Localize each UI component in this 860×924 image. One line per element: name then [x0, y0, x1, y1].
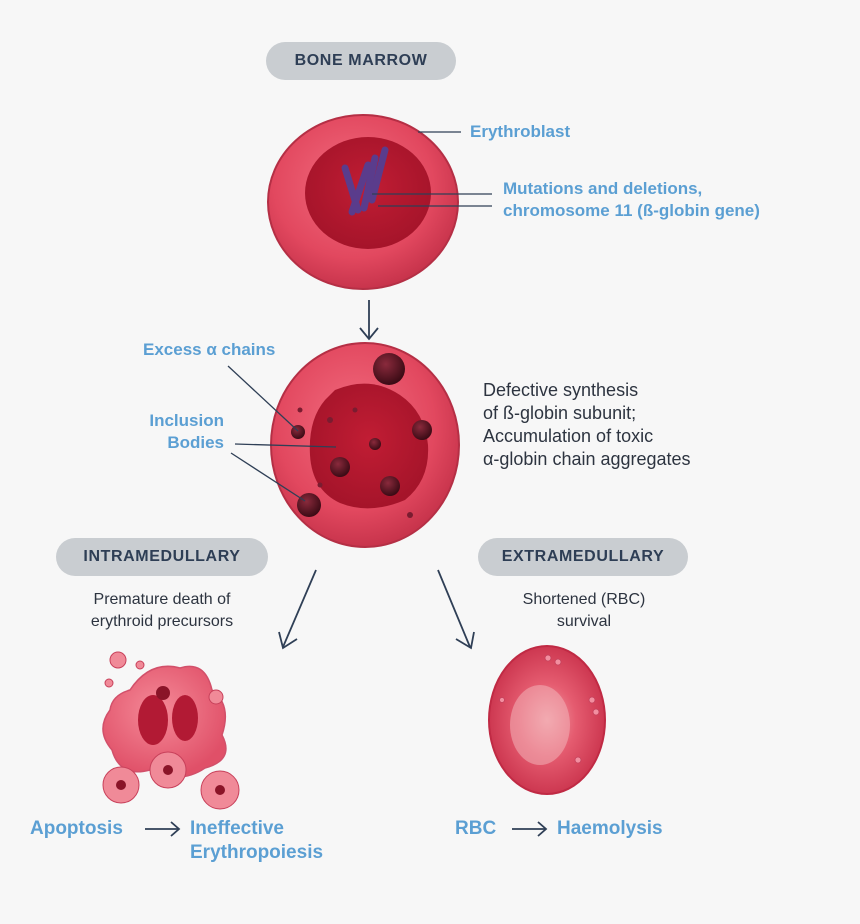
apoptosis-label: Apoptosis [30, 818, 123, 839]
defective-line-1: Defective synthesis [483, 380, 639, 400]
defective-leaders [227, 365, 337, 502]
intramedullary-pill: INTRAMEDULLARY [56, 538, 268, 576]
mutations-line-1: Mutations and deletions, [503, 179, 703, 198]
rbc-arrow-icon [512, 821, 548, 837]
premature-line-2: erythroid precursors [90, 613, 234, 630]
inclusion-line-1: Inclusion [149, 411, 224, 430]
rbc-label: RBC [455, 818, 497, 839]
premature-line-1: Premature death of [93, 591, 231, 608]
defective-line-2: of ß-globin subunit; [483, 403, 637, 423]
shortened-survival-text: Shortened (RBC) survival [486, 589, 682, 633]
defective-line-4: α-globin chain aggregates [483, 449, 691, 469]
defective-line-3: Accumulation of toxic [483, 426, 654, 446]
inclusion-line-2: Bodies [167, 433, 224, 452]
ineffective-line-2: Erythropoiesis [190, 842, 324, 863]
defective-cell [270, 342, 460, 548]
ineffective-line-1: Ineffective [190, 818, 284, 839]
red-blood-cell [488, 645, 606, 795]
down-arrow-icon [359, 300, 379, 341]
chromosome-icon [341, 146, 389, 216]
excess-chains-label: Excess α chains [143, 340, 276, 359]
erythroblast-label: Erythroblast [470, 122, 571, 141]
shortened-line-1: Shortened (RBC) [522, 591, 646, 608]
haemolysis-label: Haemolysis [557, 818, 663, 839]
mutations-line-2: chromosome 11 (ß-globin gene) [503, 201, 760, 220]
apoptosis-arrow-icon [145, 821, 181, 837]
apoptotic-cell-cluster [102, 651, 240, 810]
right-branch-arrow-icon [437, 569, 475, 650]
inclusion-bodies-label: Inclusion Bodies [140, 410, 224, 454]
defective-synthesis-text: Defective synthesis of ß-globin subunit;… [483, 379, 691, 471]
premature-death-text: Premature death of erythroid precursors [62, 589, 262, 633]
ineffective-erythropoiesis-label: Ineffective Erythropoiesis [190, 817, 323, 865]
left-branch-arrow-icon [278, 569, 317, 650]
erythroblast-cell [267, 114, 459, 290]
erythroblast-leaders [372, 131, 492, 207]
extramedullary-pill: EXTRAMEDULLARY [478, 538, 688, 576]
bone-marrow-pill: BONE MARROW [266, 42, 456, 80]
mutations-label: Mutations and deletions, chromosome 11 (… [503, 178, 760, 222]
shortened-line-2: survival [556, 613, 612, 630]
